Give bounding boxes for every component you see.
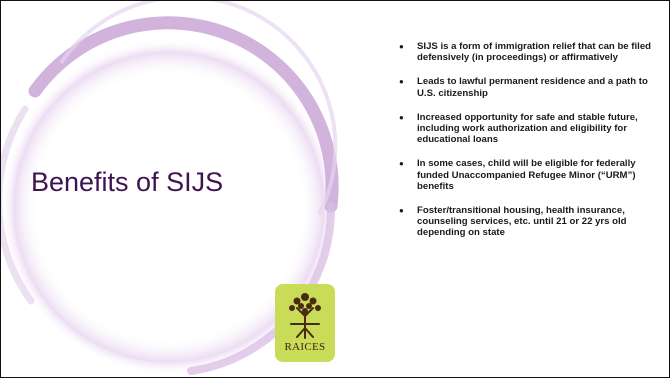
list-item: SIJS is a form of immigration relief tha… [399,41,657,63]
slide-title: Benefits of SIJS [31,167,224,197]
list-item: Foster/transitional housing, health insu… [399,205,657,239]
logo-text: RAICES [284,341,326,353]
tree-icon [289,293,321,339]
raices-logo: RAICES [275,284,335,362]
benefits-list: SIJS is a form of immigration relief tha… [399,41,657,252]
list-item: Leads to lawful permanent residence and … [399,76,657,98]
list-item: Increased opportunity for safe and stabl… [399,112,657,146]
list-item: In some cases, child will be eligible fo… [399,158,657,192]
